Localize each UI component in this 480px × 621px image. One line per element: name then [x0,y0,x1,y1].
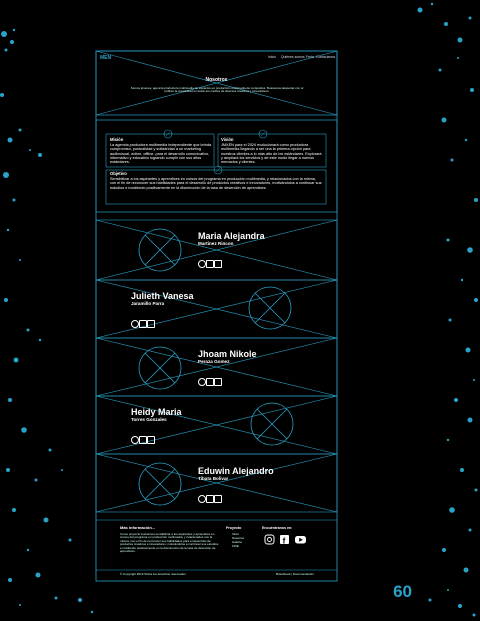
facebook-icon[interactable] [280,535,289,544]
portrait-placeholders [138,228,294,506]
info-section-frame [95,119,338,213]
instagram-icon[interactable] [131,320,139,328]
team-band-3-cross-b [95,337,338,397]
nav-link-feria[interactable]: Feria [306,55,314,59]
mission-badge [163,129,173,139]
member-2-first-name: Julieth Vanesa [131,291,194,301]
footer-link-fine[interactable]: FINE [232,544,239,548]
member-1-first-name: Maria Alejandra [198,231,265,241]
portrait-circle-1 [138,228,182,272]
footer-copyright: © Copyright 2019 Todos los derechos rese… [120,572,186,576]
youtube-icon[interactable] [147,320,155,328]
facebook-icon[interactable] [206,260,214,268]
team-band-4-cross-b [95,395,338,455]
team-band-5-cross-b [95,453,338,513]
team-band-5 [95,453,338,513]
instagram-icon[interactable] [198,495,206,503]
vision-text: JMXEN para el 2024 evolucionará como pro… [221,143,322,165]
member-5-last-name: Tibata Bolivar [198,476,229,481]
vision-badge [258,129,268,139]
about-intro: Somos jóvenes, agencia productora multim… [130,86,304,94]
member-3-last-name: Peraza Gomez [198,359,230,364]
objective-box [105,169,327,205]
footer-link-nosotros[interactable]: Nosotros [232,536,245,540]
mission-box [105,133,215,168]
facebook-icon[interactable] [139,436,147,444]
nav-link-quienes-somos[interactable]: Quiénes somos [281,55,305,59]
mission-badge-mark [165,131,171,137]
footer-credit: Brandbook | Documentación [276,572,314,576]
instagram-icon[interactable] [131,436,139,444]
brand-logo[interactable]: MEN [100,55,112,61]
footer-social-title: Encuéntranos en: [262,526,293,530]
team-band-2-cross-b [95,279,338,339]
objective-badge [213,165,223,175]
footer-info-text: Como proyecto buscamos sensibilizar a lo… [120,532,219,554]
mission-text: La agencia productora multimedia indepen… [110,143,212,165]
objective-text: Sensibilizar a los aspirantes y aprendic… [110,177,322,190]
portrait-circle-3 [138,346,182,390]
member-2-last-name: Jaramillo Parra [131,301,165,306]
instagram-icon[interactable] [264,534,275,545]
member-3-first-name: Jhoam Nikole [198,349,257,359]
youtube-icon[interactable] [214,378,222,386]
vision-badge-mark [260,131,266,137]
header-frame [95,50,338,116]
member-1-last-name: Martinez Rincon [198,241,234,246]
page-number: 60 [393,582,412,601]
team-band-1-cross-b [95,219,338,281]
footer-link-inicio[interactable]: Inicio [232,532,240,536]
vision-box [217,133,327,168]
objective-badge-mark [215,167,221,173]
team-bands [95,219,338,513]
member-4-last-name: Torres Gonzales [131,417,167,422]
footer-info-title: Más información... [120,525,156,530]
member-4-first-name: Heidy Maria [131,407,182,417]
instagram-icon[interactable] [198,260,206,268]
portrait-circle-4 [250,402,294,446]
youtube-icon[interactable] [147,436,155,444]
nav-link-inicio[interactable]: Inicio [268,55,276,59]
facebook-icon[interactable] [206,495,214,503]
objective-title: Objetivo [110,171,127,176]
facebook-icon[interactable] [206,378,214,386]
svg-text:f: f [283,537,286,546]
nav-link-contactanos[interactable]: Contáctanos [316,55,336,59]
facebook-icon[interactable] [139,320,147,328]
footer-link-galeria[interactable]: Galería [232,540,242,544]
member-5-first-name: Eduwin Alejandro [198,466,274,476]
vision-title: Visión [221,137,234,142]
portrait-circle-5 [138,462,182,506]
header-cross-line-2 [95,50,338,116]
youtube-icon[interactable] [214,495,222,503]
mission-title: Misión [110,137,124,142]
portrait-circle-2 [248,286,292,330]
instagram-icon[interactable] [198,378,206,386]
youtube-icon[interactable] [214,260,222,268]
about-title: Nosotros [205,77,228,83]
footer-social-icons: f [264,534,306,546]
footer-project-title: Proyecto [226,526,242,530]
